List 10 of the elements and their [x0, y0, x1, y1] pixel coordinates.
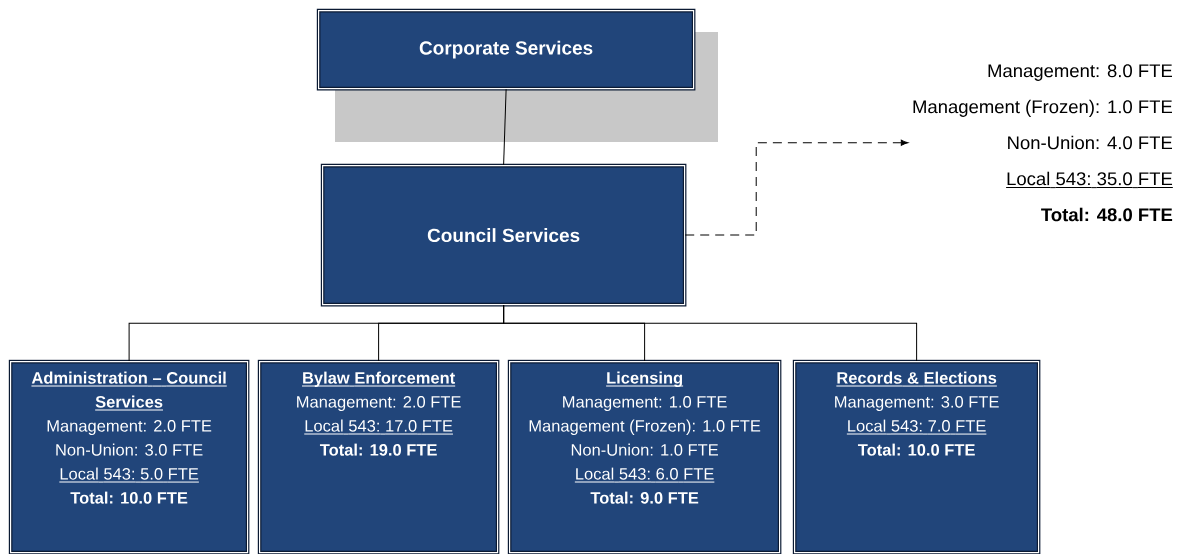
- unit-box: Bylaw Enforcement Management: 2.0 FTE Local 543: 17.0 FTE Total: 19.0 FTE: [257, 359, 500, 554]
- unit-box: Records & Elections Management: 3.0 FTE Local 543: 7.0 FTE Total: 10.0 FTE: [792, 359, 1041, 554]
- org-box: Corporate Services: [316, 8, 718, 142]
- connector: [684, 139, 909, 236]
- unit-box: Administration – Council Services Management: 2.0 FTE Non-Union: 3.0 FTE Local 543: 5.0 FTE Total: 10.0 FTE: [8, 359, 250, 554]
- connector: [503, 88, 507, 166]
- unit-box: Licensing Management: 1.0 FTE Management (Frozen): 1.0 FTE Non-Union: 1.0 FTE Local 543: 6.0 FTE Total: 9.0 FTE: [507, 359, 782, 554]
- connector: [503, 304, 918, 362]
- staff-summary-text: Management: 8.0 FTE Management (Frozen): 1.0 FTE Non-Union: 4.0 FTE Local 543: 35.0 FTE Total: 48.0 FTE: [913, 64, 1174, 222]
- org-box: Council Services: [320, 163, 687, 307]
